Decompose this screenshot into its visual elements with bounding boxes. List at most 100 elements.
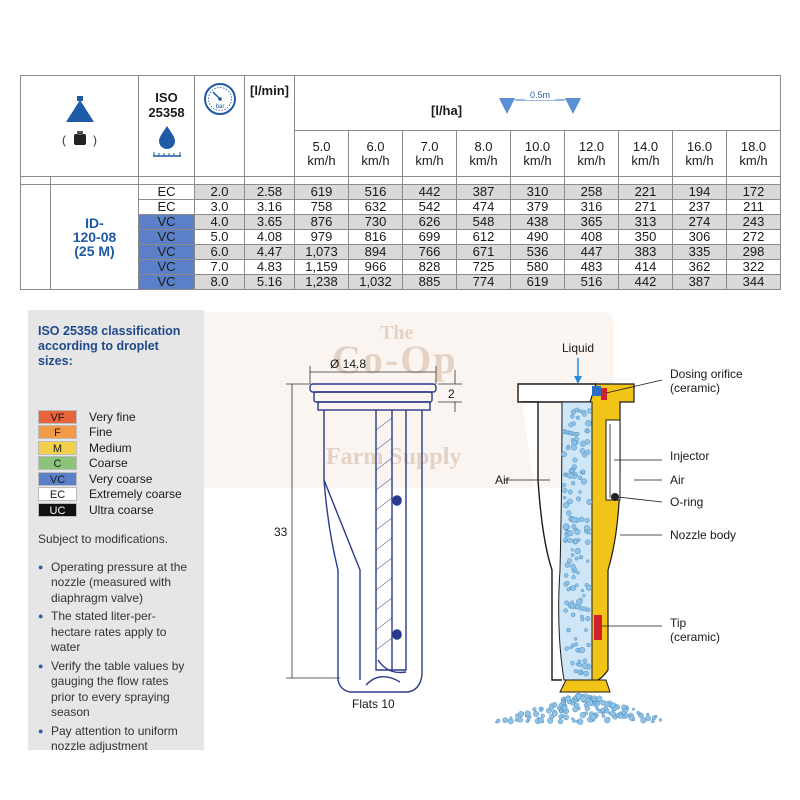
air-right-label: Air	[670, 473, 685, 487]
rate-cell: 316	[564, 199, 619, 215]
rate-cell: 447	[564, 244, 619, 260]
bubble	[582, 412, 587, 417]
rate-cell: 408	[564, 229, 619, 245]
spray-droplet	[608, 700, 612, 705]
bubble	[570, 444, 577, 451]
spray-droplet	[540, 706, 544, 711]
bubble	[567, 498, 573, 505]
classification-title: ISO 25358 classification according to dr…	[38, 324, 181, 368]
bubble	[577, 475, 583, 480]
nozzle-model-cell: ID-120-08(25 M)	[50, 184, 139, 290]
air-bubbles	[561, 407, 593, 677]
legend-item: F Fine	[38, 425, 194, 441]
bubble	[570, 600, 574, 604]
speed-value: 12.0	[578, 138, 605, 154]
bubble	[585, 616, 591, 622]
flow-cell: 4.47	[244, 244, 295, 260]
bubble	[584, 628, 588, 632]
bubble	[567, 489, 573, 495]
model-model-line2: 120-08	[72, 229, 117, 245]
bubble	[580, 478, 587, 485]
pressure-cell: 4.0	[194, 214, 245, 230]
speed-unit: km/h	[523, 152, 552, 168]
spray-droplet	[632, 718, 636, 722]
height-label: 33	[274, 525, 288, 539]
speed-unit: km/h	[685, 152, 714, 168]
spray-droplet	[573, 696, 578, 700]
bubble	[584, 524, 590, 531]
bubble	[586, 498, 593, 505]
nozzle-dimension-drawing	[309, 383, 437, 693]
bubble	[571, 481, 576, 486]
spray-droplet	[548, 705, 554, 711]
bubble	[564, 573, 569, 578]
bubble	[581, 662, 588, 670]
rate-cell: 542	[402, 199, 457, 215]
droplet-class-cell: EC	[138, 199, 195, 215]
bubble	[564, 646, 569, 651]
diameter-label: Ø 14.8	[330, 357, 366, 371]
spacing-diagram-icon: 0.5m	[499, 90, 581, 114]
iso-title-line2: 25358	[148, 104, 185, 120]
rate-cell: 548	[456, 214, 511, 230]
notes-list: Operating pressure at the nozzle (measur…	[38, 560, 194, 755]
spray-droplet	[592, 697, 597, 702]
speed-unit: km/h	[739, 152, 768, 168]
spray-droplet	[609, 710, 616, 717]
bubble	[579, 448, 586, 454]
bubble	[573, 637, 578, 641]
bubble	[584, 517, 590, 523]
legend-swatch: EC	[38, 487, 77, 502]
pressure-gauge-icon: bar	[203, 83, 236, 115]
tip-label: Tip	[670, 616, 687, 630]
rate-cell: 536	[510, 244, 565, 260]
legend-label: Very coarse	[89, 471, 153, 486]
bubble	[578, 490, 582, 494]
rate-cell: 344	[725, 274, 782, 290]
spray-droplet	[517, 717, 523, 723]
rate-cell: 172	[725, 184, 782, 200]
rate-cell: 387	[672, 274, 727, 290]
rate-cell: 885	[402, 274, 457, 290]
rate-cell: 258	[564, 184, 619, 200]
rate-cell: 1,073	[294, 244, 349, 260]
spray-droplet	[560, 707, 564, 711]
nozzle-body-label: Nozzle body	[670, 528, 736, 542]
droplet-class-cell: EC	[138, 184, 195, 200]
bubble	[572, 457, 578, 463]
legend-label: Ultra coarse	[89, 502, 154, 517]
bubble	[567, 558, 573, 564]
rate-cell: 438	[510, 214, 565, 230]
spray-droplet	[603, 706, 608, 711]
rate-cell: 774	[456, 274, 511, 290]
legend-label: Fine	[89, 425, 113, 440]
bubble	[569, 468, 574, 473]
bubble	[575, 431, 580, 436]
speed-unit: km/h	[415, 152, 444, 168]
bubble	[583, 670, 589, 677]
spray-droplet	[632, 707, 636, 711]
spray-droplet	[496, 718, 501, 723]
bubble	[576, 571, 580, 575]
spray-pattern-header: ( )	[20, 75, 139, 177]
pressure-cell: 5.0	[194, 229, 245, 245]
rate-cell: 758	[294, 199, 349, 215]
legend-swatch: F	[38, 425, 77, 440]
rate-cell: 699	[402, 229, 457, 245]
rate-cell: 876	[294, 214, 349, 230]
spray-droplet	[502, 717, 509, 724]
bubble	[578, 554, 584, 560]
spray-droplet	[584, 705, 591, 711]
bubble	[575, 583, 579, 587]
legend-label: Medium	[89, 440, 132, 455]
bubble	[567, 537, 573, 544]
spray-droplet	[601, 714, 606, 718]
legend-label: Coarse	[89, 456, 128, 471]
bubble	[577, 662, 582, 667]
